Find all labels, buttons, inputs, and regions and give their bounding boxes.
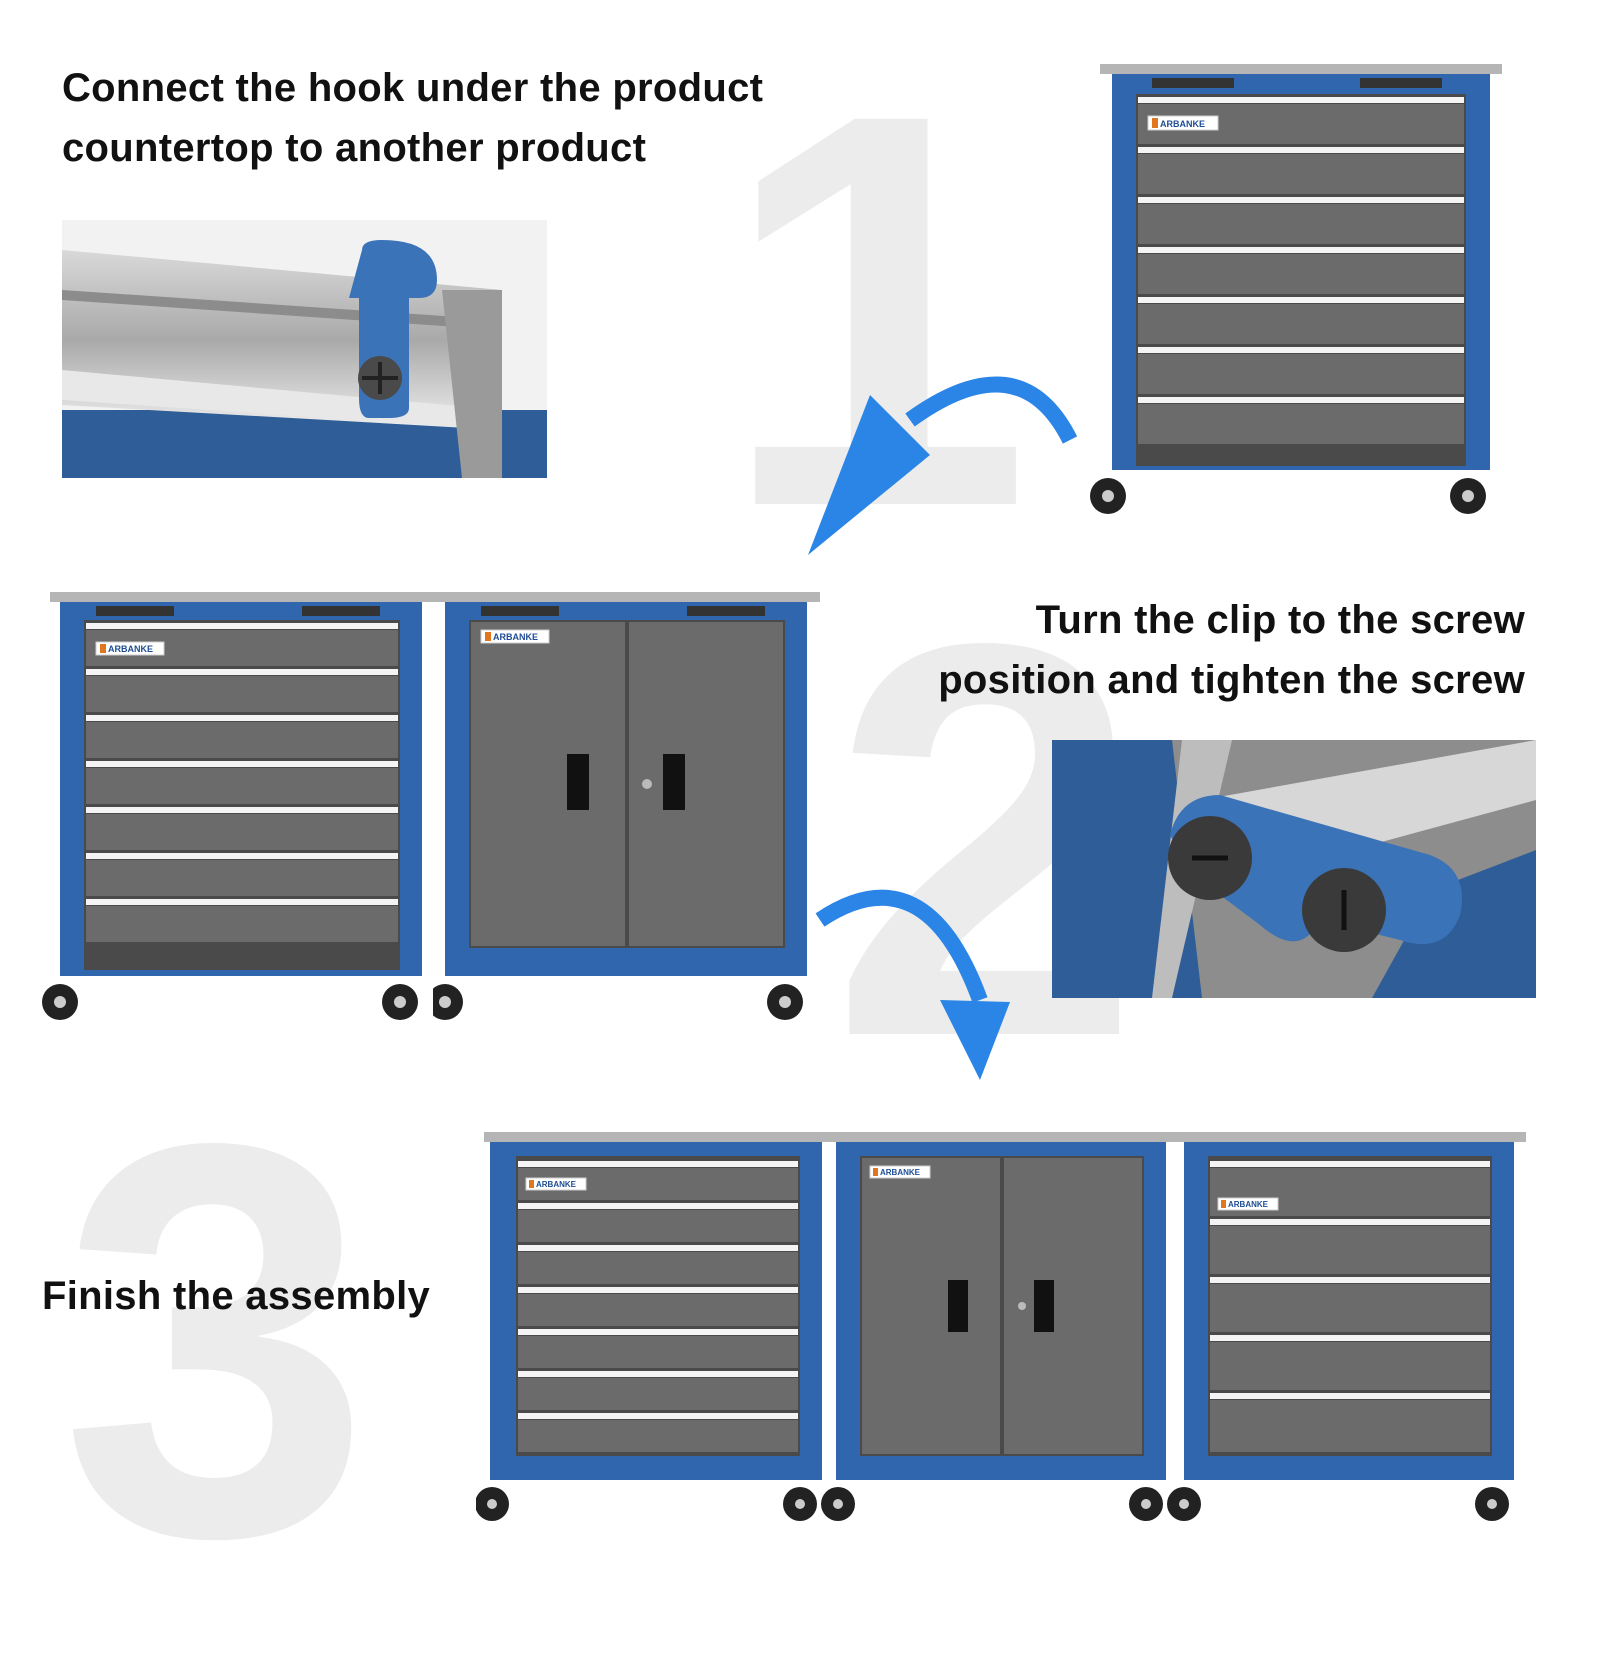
step-3-line-1: Finish the assembly [42,1274,431,1318]
step-1-line-1: Connect the hook under the product [62,66,764,110]
arrow-curved-2 [815,880,1015,1085]
step-2-instruction: Turn the clip to the screw position and … [880,590,1525,710]
drawer-cabinet-step1: ARBANKE [1090,64,1502,520]
brand-logo-step3b: ARBANKE [880,1168,921,1177]
step-2-line-2: position and tighten the screw [938,658,1525,702]
clip-closeup-image [1052,740,1536,998]
step-3-watermark-number: 3 [60,1027,372,1653]
arrow-curved-1 [800,360,1080,560]
brand-logo-step3c: ARBANKE [1228,1200,1269,1209]
door-cabinet-step2: ARBANKE [433,592,820,1024]
assembled-workbench: ARBANKE ARBANKE ARBANKE [476,1132,1526,1524]
brand-logo-step3a: ARBANKE [536,1180,577,1189]
drawer-cabinet-step2: ARBANKE [38,592,433,1024]
step-1-line-2: countertop to another product [62,126,647,170]
brand-logo-step2a: ARBANKE [108,644,153,654]
hook-closeup-image [62,220,547,478]
step-2-line-1: Turn the clip to the screw [1035,598,1525,642]
step-3-instruction: Finish the assembly [42,1266,430,1326]
brand-logo-step1: ARBANKE [1160,119,1205,129]
brand-logo-step2b: ARBANKE [493,632,538,642]
step-1-instruction: Connect the hook under the product count… [62,58,763,178]
